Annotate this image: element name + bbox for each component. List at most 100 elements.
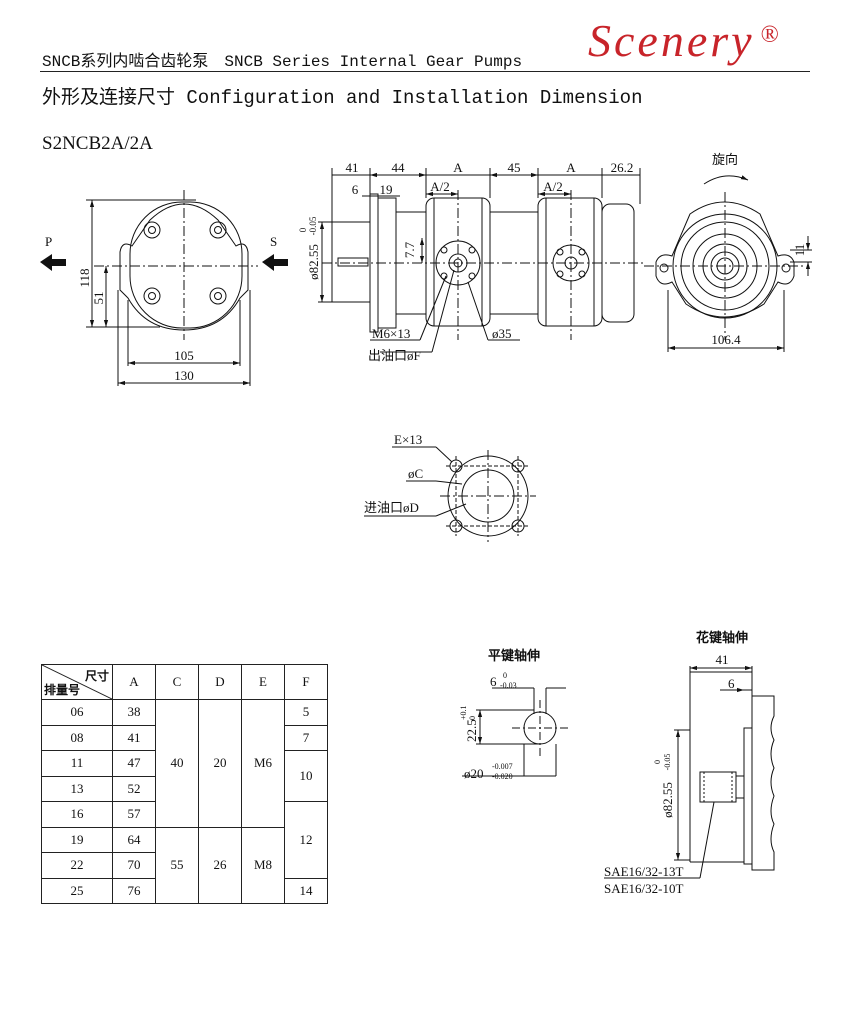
corner-bottom-label: 排量号 [44, 683, 81, 697]
model-number: S2NCB2A/2A [42, 133, 153, 154]
key-dim-6: 6 [490, 674, 497, 689]
thread-label: M6×13 [372, 326, 410, 341]
dim-105: 105 [174, 348, 194, 363]
key-dim-20-lower: -0.020 [492, 772, 513, 781]
key-dim-6-lower: -0.03 [500, 681, 517, 690]
cell-d-group2: 26 [198, 826, 242, 904]
dim-45: 45 [508, 160, 521, 175]
cell-e-group1: M6 [241, 699, 285, 828]
key-dim-20: ø20 [464, 766, 484, 781]
table-row: 25 76 14 [41, 877, 328, 904]
dim-7-7: 7.7 [402, 241, 417, 258]
dim-130: 130 [174, 368, 194, 383]
header-divider [40, 71, 810, 72]
spline-spec-1: SAE16/32-13T [604, 864, 684, 879]
port-p-label: P [45, 234, 52, 249]
spline-dim-82: ø82.55 [660, 782, 675, 818]
keyed-shaft-view [462, 687, 570, 777]
header-f: F [284, 664, 328, 700]
key-dim-22-5-upper: +0.1 [459, 705, 468, 720]
dia-c-label: øC [408, 466, 423, 481]
cell-a: 70 [112, 852, 156, 879]
port-s-label: S [270, 234, 277, 249]
spline-shaft-view [604, 665, 775, 879]
dim-19: 19 [380, 182, 393, 197]
dim-6: 6 [352, 182, 359, 197]
spline-spec-2: SAE16/32-10T [604, 881, 684, 896]
outlet-label: 出油口øF [368, 348, 421, 363]
cell-displacement: 22 [41, 852, 113, 879]
inlet-port-view [364, 446, 536, 542]
spline-dim-82-lower: -0.05 [663, 754, 672, 771]
brand-logo: Scenery® [588, 14, 782, 67]
cell-displacement: 16 [41, 801, 113, 828]
key-shaft-title: 平键轴伸 [488, 648, 540, 663]
side-view [318, 168, 644, 353]
cell-c-group1: 40 [155, 699, 199, 828]
cell-f: 10 [284, 750, 328, 802]
cell-a: 52 [112, 775, 156, 802]
cell-a: 41 [112, 724, 156, 751]
header-e: E [241, 664, 285, 700]
table-header-row: 尺寸 排量号 A C D E F [41, 664, 328, 700]
table-row: 16 57 12 [41, 801, 328, 879]
dim-a-2: A [566, 160, 576, 175]
cell-displacement: 11 [41, 750, 113, 777]
spline-dim-82-upper: 0 [653, 760, 662, 764]
key-dim-20-upper: -0.007 [492, 762, 513, 771]
inlet-label: 进油口øD [364, 500, 419, 515]
dim-26-2: 26.2 [611, 160, 634, 175]
cell-displacement: 13 [41, 775, 113, 802]
spline-shaft-title: 花键轴伸 [696, 630, 748, 645]
dimension-table: 尺寸 排量号 A C D E F 06 38 40 20 M6 5 08 41 … [41, 664, 328, 904]
section-title: 外形及连接尺寸 Configuration and Installation D… [42, 87, 643, 109]
tol-upper: 0 [298, 227, 308, 232]
key-dim-6-upper: 0 [503, 671, 507, 680]
key-dim-22-5: 22.5 [464, 719, 479, 742]
cell-c-group2: 55 [155, 826, 199, 904]
front-view [40, 190, 288, 386]
cell-a: 57 [112, 801, 156, 828]
table-row: 06 38 40 20 M6 5 [41, 699, 328, 828]
spline-dim-41: 41 [716, 652, 729, 667]
bolt-label: E×13 [394, 432, 422, 447]
corner-top-label: 尺寸 [84, 669, 109, 683]
corner-diagonal [42, 665, 112, 699]
cell-a: 76 [112, 877, 156, 904]
registered-mark: ® [760, 22, 782, 48]
cell-a: 38 [112, 699, 156, 726]
series-title: SNCB系列内啮合齿轮泵 SNCB Series Internal Gear P… [42, 53, 523, 71]
header-d: D [198, 664, 242, 700]
cell-f: 7 [284, 724, 328, 751]
cell-e-group2: M8 [241, 826, 285, 904]
dim-11: 11 [792, 244, 807, 257]
dim-51: 51 [91, 292, 106, 305]
cell-a: 64 [112, 826, 156, 853]
cell-f: 12 [284, 801, 328, 879]
table-row: 13 52 [41, 775, 328, 802]
rotation-label: 旋向 [712, 152, 738, 167]
dia-35-label: ø35 [492, 326, 512, 341]
cell-displacement: 25 [41, 877, 113, 904]
spline-dim-6: 6 [728, 676, 735, 691]
key-dim-22-5-lower: 0 [468, 716, 477, 720]
dim-106-4: 106.4 [711, 332, 741, 347]
dim-shaft-diameter: ø82.55 [306, 244, 321, 280]
cell-f: 14 [284, 877, 328, 904]
dim-a-half-2: A/2 [543, 179, 563, 194]
table-row: 11 47 10 [41, 750, 328, 802]
dim-a-1: A [453, 160, 463, 175]
dim-118: 118 [77, 268, 92, 287]
table-corner-cell: 尺寸 排量号 [41, 664, 113, 700]
header-c: C [155, 664, 199, 700]
cell-displacement: 19 [41, 826, 113, 853]
dim-a-half-1: A/2 [430, 179, 450, 194]
dim-41: 41 [346, 160, 359, 175]
cell-a: 47 [112, 750, 156, 777]
brand-name: Scenery [588, 15, 755, 66]
header-a: A [112, 664, 156, 700]
cell-f: 5 [284, 699, 328, 726]
tol-lower: -0.05 [308, 216, 318, 235]
dim-44: 44 [392, 160, 406, 175]
rear-view [644, 175, 812, 352]
